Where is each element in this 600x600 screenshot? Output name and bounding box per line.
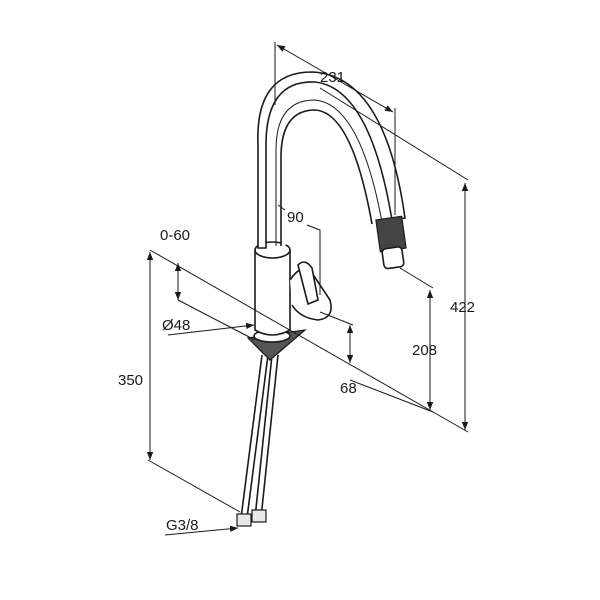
label-handle-height: 68 <box>340 380 357 397</box>
label-outlet-height: 208 <box>412 342 437 359</box>
label-base-diameter: Ø48 <box>162 317 190 334</box>
label-spout-reach: 231 <box>320 69 345 86</box>
label-hose-length: 350 <box>118 372 143 389</box>
label-deck-thickness: 0-60 <box>160 227 190 244</box>
label-total-height: 422 <box>450 299 475 316</box>
dimension-lines <box>146 42 469 536</box>
faucet-handle <box>289 261 332 321</box>
faucet-hoses <box>236 354 279 527</box>
label-connection-thread: G3/8 <box>166 517 199 534</box>
dimension-labels: 231 90 0-60 Ø48 350 68 208 422 G3/8 <box>118 69 475 534</box>
faucet-spout <box>257 71 407 270</box>
label-spout-rotation: 90 <box>287 209 304 226</box>
faucet-body <box>254 241 291 336</box>
